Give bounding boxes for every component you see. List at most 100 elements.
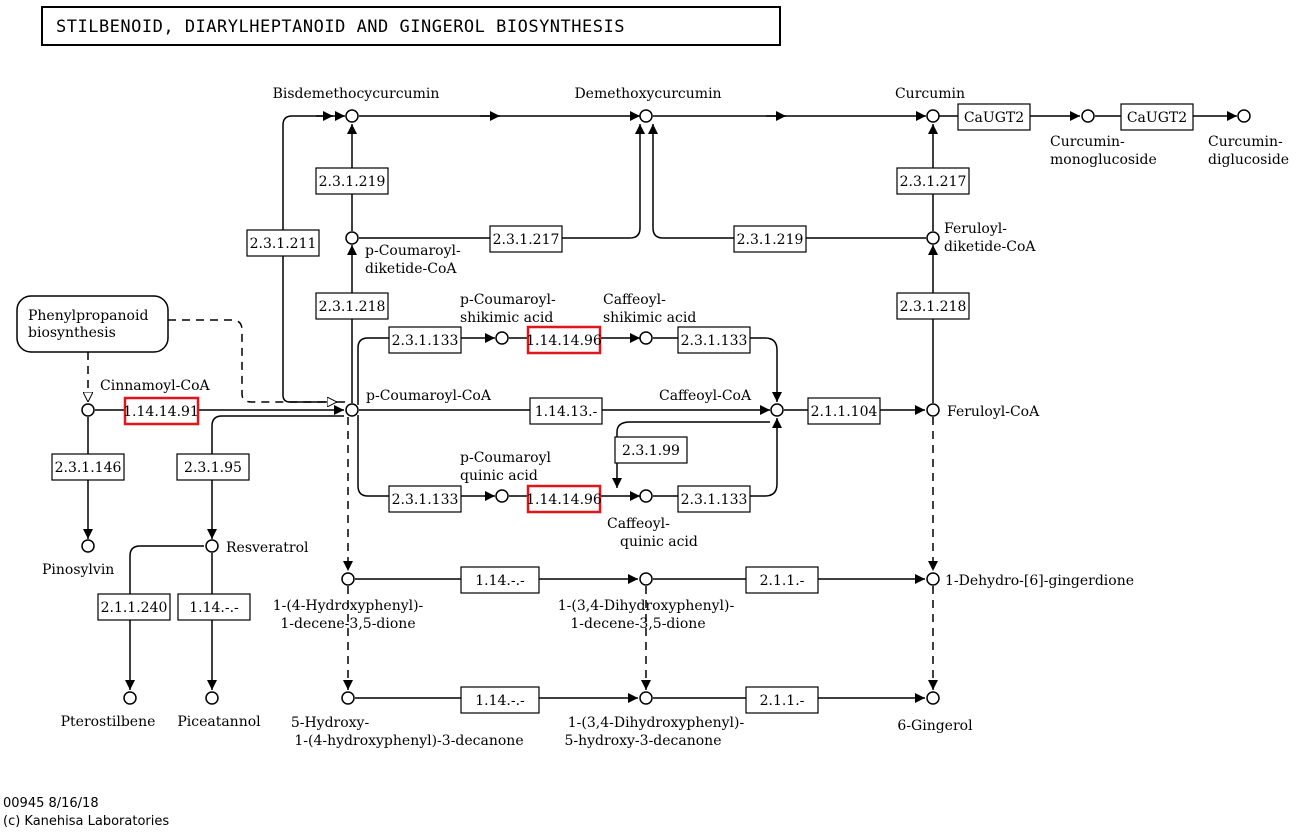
enzyme-box[interactable]: 2.3.1.99 [614,436,688,464]
compound-label: Pterostilbene [61,714,156,730]
enzyme-box[interactable]: 2.1.1.104 [807,397,881,425]
enzyme-box[interactable]: 2.3.1.133 [388,485,462,513]
compound-label: Caffeoyl- [607,516,670,532]
enzyme-box[interactable]: 1.14.-.- [460,686,540,714]
enzyme-label: 2.3.1.133 [392,492,459,508]
compound-node[interactable] [639,331,653,345]
enzyme-label: 1.14.13.- [535,404,598,420]
enzyme-box[interactable]: 2.1.1.240 [97,593,171,621]
enzyme-box[interactable]: 2.3.1.218 [896,292,970,320]
compound-node[interactable] [1237,109,1251,123]
compound-node[interactable] [205,539,219,553]
compound-node[interactable] [926,691,940,705]
enzyme-box[interactable]: 2.3.1.217 [896,167,970,195]
compound-node[interactable] [81,539,95,553]
compound-nodes [81,109,1251,705]
compound-label: Curcumin- [1050,134,1125,150]
compound-label: 5-hydroxy-3-decanone [564,733,721,749]
enzyme-label: 1.14.14.96 [526,333,602,349]
compound-node[interactable] [639,109,653,123]
compound-node[interactable] [345,403,359,417]
compound-label: diketide-CoA [944,239,1036,255]
enzyme-label: 2.3.1.219 [319,174,386,190]
enzyme-boxes: 2.3.1.219 2.3.1.211 2.3.1.217 2.3.1.219 … [51,103,1194,714]
enzyme-box[interactable]: 1.14.-.- [177,593,251,621]
compound-node[interactable] [341,572,355,586]
compound-label: 1-decene-3,5-dione [280,616,415,632]
compound-node[interactable] [495,331,509,345]
compound-node[interactable] [345,109,359,123]
enzyme-label: CaUGT2 [1127,110,1187,126]
footer-map-id: 00945 8/16/18 [3,796,99,811]
enzyme-label: 2.3.1.218 [319,299,386,315]
compound-node[interactable] [495,489,509,503]
compound-node[interactable] [205,691,219,705]
compound-label: Curcumin- [1208,134,1283,150]
compound-label: 1-(3,4-Dihydroxyphenyl)- [558,598,735,614]
compound-node[interactable] [639,691,653,705]
compound-label: Caffeoyl-CoA [659,388,752,404]
compound-label: Cinnamoyl-CoA [100,378,211,394]
enzyme-box[interactable]: 2.3.1.211 [246,229,320,257]
compound-node[interactable] [345,231,359,245]
compound-label: 5-Hydroxy- [291,715,370,731]
enzyme-box[interactable]: 2.3.1.95 [176,453,250,481]
enzyme-label: 2.3.1.99 [622,443,680,459]
enzyme-box[interactable]: CaUGT2 [957,103,1031,131]
compound-node[interactable] [123,691,137,705]
enzyme-label: 2.3.1.219 [737,232,804,248]
map-link-phenylpropanoid[interactable]: Phenylpropanoid biosynthesis [16,295,169,353]
enzyme-label: 1.14.14.91 [123,404,199,420]
compound-label: diglucoside [1208,152,1289,168]
compound-label: p-Coumaroyl-CoA [366,388,492,404]
enzyme-label: CaUGT2 [964,110,1024,126]
enzyme-label: 2.3.1.133 [392,333,459,349]
enzyme-label: 2.3.1.217 [493,232,560,248]
compound-node[interactable] [341,691,355,705]
enzyme-box[interactable]: 2.1.1.- [745,686,819,714]
enzyme-box[interactable]: 1.14.14.96 [526,484,602,514]
compound-label: 1-decene-3,5-dione [570,616,705,632]
title-box [41,6,781,46]
enzyme-box[interactable]: 1.14.14.91 [123,396,200,426]
enzyme-box[interactable]: 2.3.1.133 [388,326,462,354]
enzyme-box[interactable]: 2.3.1.133 [677,485,751,513]
compound-node[interactable] [926,231,940,245]
enzyme-box[interactable]: 2.3.1.219 [315,167,389,195]
compound-label: Curcumin [895,86,965,102]
compound-label: Resveratrol [226,540,309,556]
enzyme-box[interactable]: 1.14.-.- [460,566,540,594]
enzyme-box[interactable]: 1.14.14.96 [526,325,602,355]
enzyme-box[interactable]: 2.3.1.133 [677,326,751,354]
enzyme-box[interactable]: 2.3.1.217 [489,225,563,253]
enzyme-box[interactable]: 2.1.1.- [745,566,819,594]
compound-label: Feruloyl-CoA [947,404,1040,420]
enzyme-label: 1.14.-.- [475,693,525,709]
enzyme-box[interactable]: 2.3.1.219 [733,225,807,253]
compound-node[interactable] [639,572,653,586]
compound-labels: Bisdemethocycurcumin Demethoxycurcumin C… [42,86,1289,749]
enzyme-box[interactable]: 2.3.1.218 [315,292,389,320]
compound-node[interactable] [770,403,784,417]
enzyme-label: 2.1.1.- [760,693,805,709]
compound-node[interactable] [1081,109,1095,123]
enzyme-label: 2.3.1.133 [681,333,748,349]
enzyme-box[interactable]: CaUGT2 [1120,103,1194,131]
enzyme-box[interactable]: 1.14.13.- [529,397,603,425]
compound-node[interactable] [639,489,653,503]
compound-node[interactable] [926,572,940,586]
compound-node[interactable] [926,109,940,123]
compound-node[interactable] [81,403,95,417]
compound-label: quinic acid [620,534,698,550]
enzyme-label: 1.14.-.- [189,600,239,616]
enzyme-box[interactable]: 2.3.1.146 [51,453,125,481]
compound-node[interactable] [926,403,940,417]
compound-label: diketide-CoA [365,261,457,277]
compound-label: shikimic acid [460,310,553,326]
footer-copyright: (c) Kanehisa Laboratories [3,814,170,829]
compound-label: 1-(3,4-Dihydroxyphenyl)- [568,715,745,731]
compound-label: quinic acid [460,468,538,484]
compound-label: Feruloyl- [944,221,1007,237]
enzyme-label: 2.3.1.95 [184,460,242,476]
compound-label: monoglucoside [1050,152,1157,168]
